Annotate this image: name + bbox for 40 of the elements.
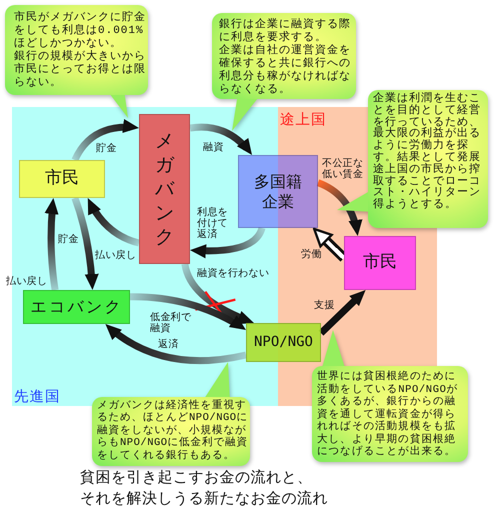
callout-text: メガバンクは経済性を重視するため、ほとんどNPO/NGOに融資をしないが、小規模ながらもNPO/NGOに低金利で融資をしてくれる銀行もある。 (97, 400, 249, 462)
edge-label: 貯金 (96, 143, 118, 154)
edge-label: 不公正な低い賃金 (322, 158, 364, 180)
company-box: 多国籍企業 (238, 155, 318, 228)
arrow (72, 196, 99, 290)
bank-box: エコバンク (23, 290, 130, 324)
edge-label: 払い戻し (6, 276, 48, 287)
organization-box: NPO/NGO (246, 323, 321, 362)
edge-label: 融資 (203, 142, 225, 153)
arrow (130, 293, 248, 333)
edge-label: 貯金 (58, 234, 80, 245)
callout-text: 銀行の規模が大きいから市民にとってお得とは限らない。 (14, 51, 147, 90)
edge-label: 払い戻し (95, 250, 138, 261)
callout-text: 企業は自社の運営資金を確保すると共に銀行への利息分も稼がなければならなくなる。 (219, 45, 352, 97)
callout-text: 企業は利潤を生むことを目的として経営を行っているため、最大限の利益が出るように労働力を探す。結果として発展途上国の市民から搾取することでローコスト・ハイリターン得ようとする。 (373, 94, 482, 212)
arrow (190, 124, 255, 158)
arrow (103, 321, 247, 364)
region-label: 途上国 (280, 112, 326, 128)
arrow (181, 263, 256, 326)
speech-bubble (312, 330, 468, 462)
citizen-box: 市民 (19, 160, 105, 198)
arrow (44, 198, 59, 290)
speech-bubble (5, 5, 148, 118)
speech-bubble (92, 362, 250, 466)
region-label: 先進国 (14, 389, 60, 405)
edge-label: 返済 (158, 339, 180, 350)
edge-label: 利息を付けて返済 (197, 207, 229, 240)
callout-text: 世界には貧困根絶のために活動をしているNPO/NGOが多くあるが、銀行からの融資を通して運転資金が得られればその活動規模をも拡大し、より早期の貧困根絶につなげることが出来る。 (317, 371, 460, 458)
callout-text: 市民がメガバンクに貯金をしても利息は0.001%ほどしかつかない。 (14, 12, 147, 50)
arrow (316, 179, 362, 237)
edge-label: 低金利で融資 (150, 312, 192, 334)
edge-label: 労働 (301, 249, 323, 260)
caption: 貧困を引き起こすお金の流れと、それを解決しうる新たなお金の流れ (80, 467, 329, 509)
callout-text: 銀行は企業に融資する際に利息を要求する。 (219, 19, 352, 44)
arrow (318, 287, 368, 336)
arrow (72, 120, 140, 162)
bank-box: メガバンク (139, 114, 190, 264)
citizen-box: 市民 (344, 236, 416, 290)
edge-label: 支援 (314, 300, 336, 311)
edge-label: 融資を行わない (197, 268, 270, 279)
